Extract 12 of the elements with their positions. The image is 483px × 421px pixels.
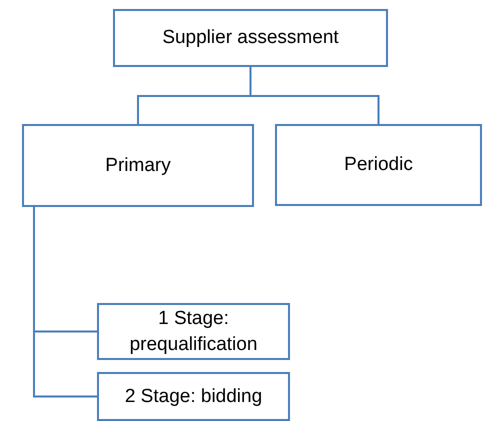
process-box [22,124,254,207]
node-label: 1 Stage: prequalification [128,306,258,356]
node-label: 2 Stage: bidding [124,384,262,409]
connector-line [33,207,97,398]
connector-line [250,67,380,124]
process-box [97,372,290,421]
process-box [275,124,482,206]
node-label: Supplier assessment [162,26,339,50]
node-label: Periodic [344,153,413,178]
process-box [113,9,388,67]
node-label: Primary [105,154,171,178]
process-box [97,303,290,360]
